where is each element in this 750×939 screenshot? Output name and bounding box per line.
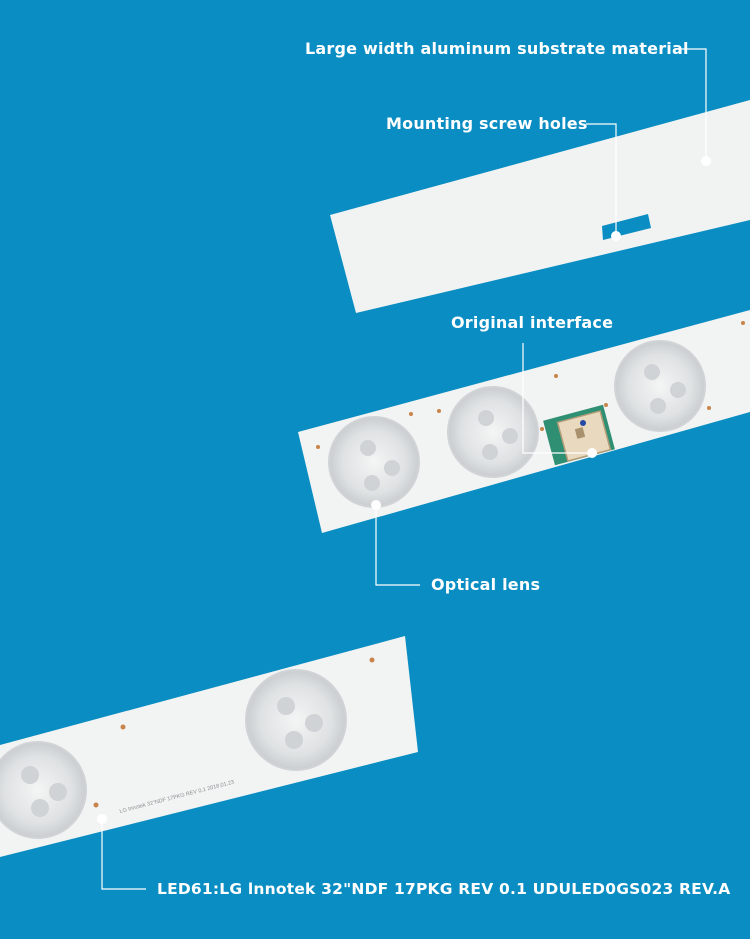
optical-lens (0, 741, 87, 839)
optical-lens (245, 669, 347, 771)
connector-interface (543, 404, 615, 466)
callout-dots (97, 156, 711, 824)
solder-pads (316, 321, 745, 449)
optical-lens (447, 386, 539, 478)
solder-pads (93, 657, 375, 808)
led-strip-bottom: LG Innotek 32"NDF 17PKG REV 0.1 2018.01.… (0, 636, 418, 857)
interface-label: Original interface (451, 313, 614, 332)
led-strip-middle (298, 310, 750, 533)
leader-lines (101, 48, 707, 890)
screw-holes-label: Mounting screw holes (386, 114, 588, 133)
optical-lens-label: Optical lens (431, 575, 541, 594)
optical-lens (328, 416, 420, 508)
model-label: LED61:LG lnnotek 32"NDF 17PKG REV 0.1 UD… (157, 880, 731, 898)
optical-lens (614, 340, 706, 432)
substrate-label: Large width aluminum substrate material (305, 39, 689, 58)
